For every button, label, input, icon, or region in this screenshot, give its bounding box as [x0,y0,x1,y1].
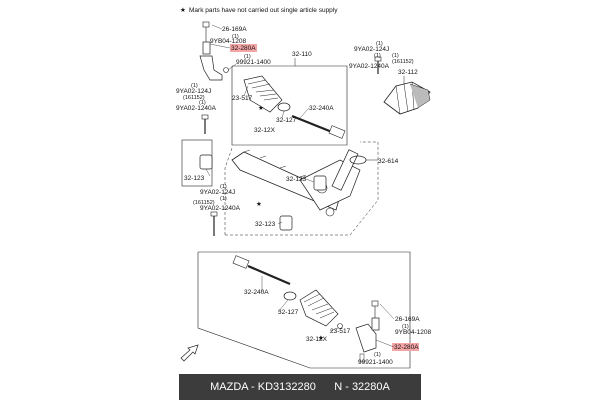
dashed-box-left [224,147,233,235]
star-marker-lower: ★ [318,334,324,342]
label-99921-bottom: 99921-1400 [358,359,393,366]
label-32-240a-bottom: 32-240A [244,289,269,296]
label-32-280a-top: 32-280A [231,45,256,52]
label-9ya02-l: 9YA02-124J [176,88,211,95]
qty-br-b: (1) [374,352,381,358]
qty-tr-a: (1) [376,41,383,47]
label-99921-top: 99921-1400 [236,59,271,66]
star-marker-upper: ★ [258,104,264,112]
label-23-517-bottom: 23-517 [330,328,351,335]
label-32-123-middle: 32-123 [255,221,276,228]
label-32-127-top: 32-127 [276,117,297,124]
label-32-123-left: 32-123 [184,175,205,182]
star-marker-middle: ★ [256,200,262,208]
qty-top-b: (1) [244,54,251,60]
bolt-left [199,114,213,170]
label-9ya02-m: 9YA02-124J [200,189,235,196]
label-32-123-center: 32-123 [286,176,307,183]
tie-rod-end-bottom-right [337,300,380,363]
inner-rod-upper [291,114,346,139]
qty-tr-b: (1) [374,53,381,59]
qty-l-a: (1) [191,83,198,89]
parts-diagram: ★ Mark parts have not carried out single… [176,6,432,369]
bushing-center [313,175,327,191]
label-26-169a-bottom: 26-169A [395,316,420,323]
label-161152-tr: (161152) [392,59,414,65]
label-26-169a-top: 26-169A [222,26,247,33]
bolt-top-right [374,56,382,74]
label-9yb04-top: 9YB04-1208 [210,38,247,45]
label-9ya02-1240a-tr: 9YA02-1240A [349,63,390,70]
label-161152-m: (161152) [193,200,215,206]
lower-frame [197,251,411,369]
steering-rack [231,149,361,217]
leader-lines [205,24,395,348]
label-9ya02-1240a-m: 9YA02-1240A [200,205,241,212]
label-23-517-top: 23-517 [232,95,253,102]
label-32-112: 32-112 [398,69,418,76]
cover-top-right [383,81,431,115]
bolt-middle [210,211,293,236]
upper-frame [231,65,348,146]
highlight-top [230,44,257,52]
qty-top-a: (1) [232,34,239,40]
label-32-110: 32-110 [292,51,312,58]
tie-rod-end-top-left [199,21,229,81]
label-32-127-bottom: 32-127 [278,309,299,316]
inner-rod-lower [232,255,291,286]
note-star: ★ [180,6,186,14]
label-161152-l: (161152) [183,95,205,101]
label-32-12x-top: 32-12X [254,127,276,134]
part-number-footer: MAZDA - KD3132280 N - 32280A [179,374,421,400]
boot-lower [283,289,339,327]
qty-m-a: (1) [220,184,227,190]
label-32-280a-bottom: 32-280A [394,344,419,351]
qty-m-b: (1) [220,196,227,202]
highlight-bottom [392,343,419,351]
qty-br-a: (1) [402,324,409,330]
label-9yb04-bottom: 9YB04-1208 [395,329,432,336]
label-9ya02-tr: 9YA02-124J [354,46,389,53]
qty-l-b: (1) [199,100,206,106]
front-arrow-icon [180,344,199,362]
label-32-240a-top: 32-240A [309,105,334,112]
note-text: Mark parts have not carried out single a… [189,7,338,14]
label-9ya02-1240a-l: 9YA02-1240A [176,105,217,112]
label-32-614: 32-614 [378,158,399,165]
boot-upper [243,75,291,113]
label-32-12x-bottom: 32-12X [306,336,328,343]
qty-tr-c: (1) [392,53,399,59]
